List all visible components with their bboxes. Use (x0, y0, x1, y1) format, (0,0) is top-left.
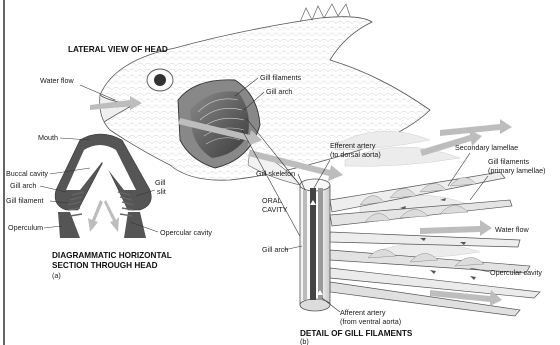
label-gill-filament-section: Gill filament (6, 196, 44, 205)
gill-skeleton-rod (303, 190, 307, 300)
heading-section-line2: SECTION THROUGH HEAD (52, 261, 158, 270)
fish-pupil (154, 74, 166, 86)
label-gill-slit-1: Gill (155, 178, 166, 187)
label-operculum: Operculum (8, 223, 43, 232)
heading-lateral-view: LATERAL VIEW OF HEAD (68, 45, 168, 54)
label-oral-2: CAVITY (262, 205, 288, 214)
label-opercular-cavity-section: Opercular cavity (160, 228, 212, 237)
label-efferent-2: (to dorsal aorta) (330, 150, 381, 159)
label-water-flow-head: Water flow (40, 76, 74, 85)
label-gill-arch-detail: Gill arch (262, 245, 288, 254)
section-water-arrow-right (104, 200, 119, 232)
label-mouth: Mouth (38, 133, 58, 142)
label-buccal-cavity: Buccal cavity (6, 169, 48, 178)
heading-section-letter: (a) (52, 271, 61, 280)
label-afferent-2: (from ventral aorta) (340, 317, 401, 326)
label-gill-slit-2: slit (157, 187, 166, 196)
label-gill-arch-section: Gill arch (10, 181, 36, 190)
label-gill-filaments-head: Gill filaments (260, 73, 302, 82)
afferent-artery-vessel (318, 188, 323, 300)
label-gill-filaments-1: Gill filaments (488, 157, 530, 166)
heading-section-line1: DIAGRAMMATIC HORIZONTAL (52, 251, 172, 260)
horizontal-section (55, 134, 151, 238)
label-gill-arch-head: Gill arch (266, 87, 292, 96)
section-operculum-left (58, 212, 80, 238)
label-opercular-cavity-detail: Opercular cavity (490, 268, 542, 277)
heading-detail-letter: (b) (300, 337, 309, 345)
section-water-arrow-left (88, 200, 103, 232)
heading-detail: DETAIL OF GILL FILAMENTS (300, 329, 413, 338)
label-secondary-lamellae: Secondary lamellae (455, 143, 518, 152)
label-gill-skeleton: Gill skeleton (256, 169, 295, 178)
label-efferent-1: Efferent artery (330, 141, 376, 150)
label-afferent-1: Afferent artery (340, 308, 386, 317)
label-water-flow-detail: Water flow (495, 225, 529, 234)
label-oral-1: ORAL (262, 196, 282, 205)
label-gill-filaments-2: (primary lamellae) (488, 166, 546, 175)
